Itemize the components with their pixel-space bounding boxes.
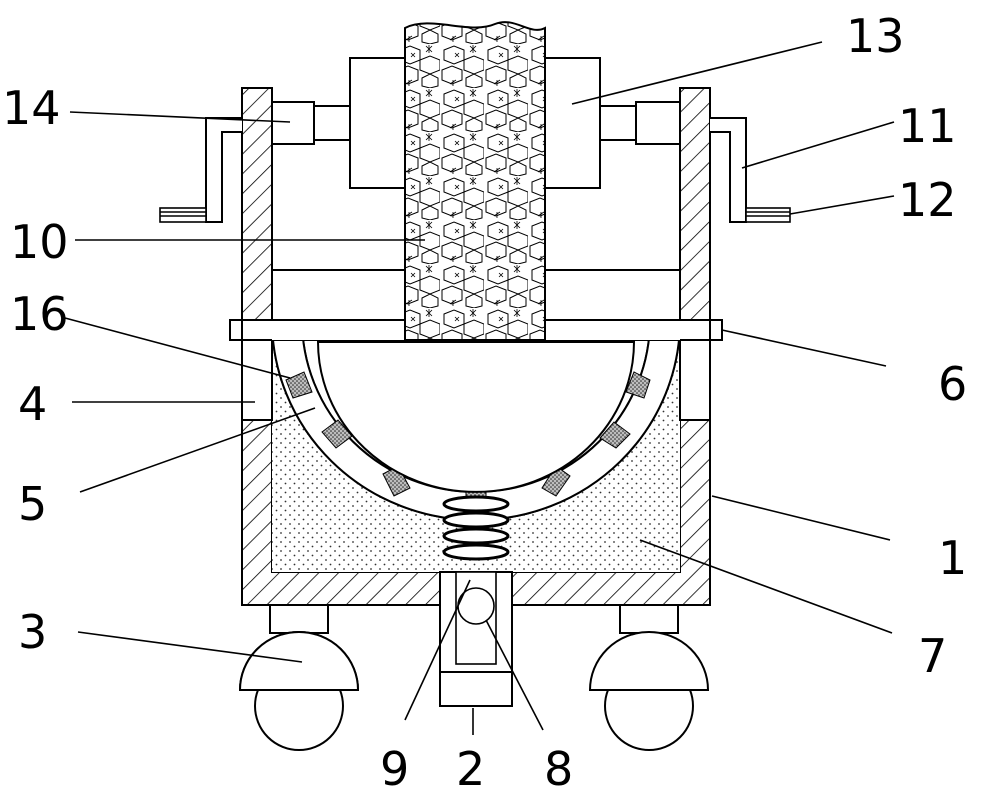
label-8: 8 bbox=[544, 742, 573, 793]
label-12: 12 bbox=[898, 173, 957, 227]
label-11: 11 bbox=[898, 99, 957, 153]
label-2: 2 bbox=[456, 742, 485, 793]
label-5: 5 bbox=[18, 477, 47, 531]
drain-pipe bbox=[439, 571, 513, 707]
spring bbox=[442, 495, 510, 561]
wheel-right bbox=[588, 604, 710, 751]
filter-vents bbox=[285, 371, 651, 519]
wheel-left bbox=[238, 604, 360, 751]
label-16: 16 bbox=[10, 287, 69, 341]
crank-left bbox=[159, 117, 242, 223]
support-columns bbox=[241, 87, 711, 321]
label-13: 13 bbox=[846, 9, 905, 63]
leader-lines bbox=[64, 41, 895, 735]
label-4: 4 bbox=[18, 377, 47, 431]
label-3: 3 bbox=[18, 605, 47, 659]
bowl-assembly bbox=[270, 319, 682, 521]
number-labels: 14 10 16 4 5 3 9 2 8 13 11 12 6 1 7 bbox=[2, 9, 967, 793]
label-14: 14 bbox=[2, 81, 61, 135]
material-column bbox=[404, 21, 546, 341]
inlet-gaps bbox=[241, 339, 711, 421]
crank-right bbox=[710, 117, 791, 223]
label-1: 1 bbox=[938, 531, 967, 585]
label-9: 9 bbox=[380, 742, 409, 793]
label-7: 7 bbox=[918, 629, 947, 683]
label-6: 6 bbox=[938, 357, 967, 411]
label-10: 10 bbox=[10, 215, 69, 269]
clamp-blocks bbox=[271, 57, 681, 189]
